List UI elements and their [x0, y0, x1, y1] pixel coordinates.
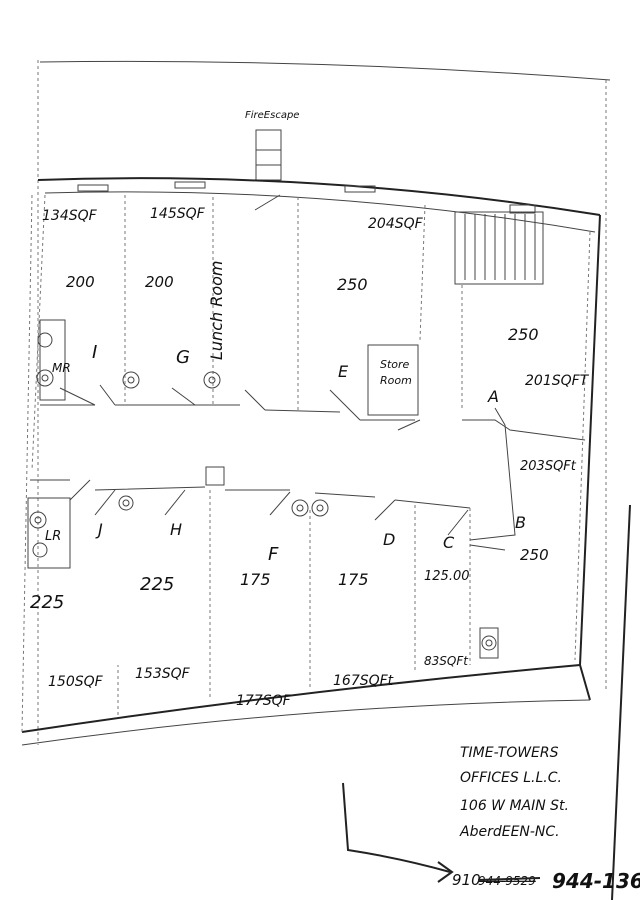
toilet-fixtures: [29, 332, 499, 659]
mr-label: MR: [52, 361, 71, 375]
lower-room-walls: [27, 424, 516, 715]
title-line-4: AberdEEN-NC.: [459, 824, 560, 840]
room-f-area: 177SQF: [236, 693, 292, 709]
room-a-area: 201SQFT: [525, 373, 590, 389]
lunch-room-label: Lunch Room: [207, 261, 226, 361]
room-e-area: 204SQF: [368, 216, 424, 232]
room-b-area: 203SQFt: [520, 459, 577, 474]
room-h-rate: 225: [140, 574, 174, 595]
title-line-3: 106 W MAIN St.: [460, 798, 569, 814]
arrow-line: [342, 782, 451, 873]
room-g-letter: G: [176, 347, 190, 368]
room-f-letter: F: [268, 544, 279, 565]
room-h-letter: H: [170, 520, 182, 539]
phone-number: 944-1365: [552, 869, 640, 893]
room-i-letter: I: [92, 342, 97, 363]
area-code: 910: [452, 871, 481, 889]
room-d-area: 167SQFt: [333, 673, 394, 689]
room-d-rate: 175: [338, 570, 369, 589]
room-h-area: 153SQF: [135, 666, 191, 682]
room-i-rate: 200: [66, 273, 95, 291]
room-d-letter: D: [383, 530, 395, 549]
room-j-letter: J: [95, 520, 103, 539]
title-line-2: OFFICES L.L.C.: [460, 770, 562, 786]
site-boundary: [37, 60, 631, 900]
arrow-head-icon: [437, 861, 454, 883]
room-g-rate: 200: [145, 273, 174, 291]
room-j-area: 150SQF: [48, 674, 104, 690]
building-walls: [21, 177, 601, 746]
room-c-letter: C: [443, 533, 455, 552]
room-j-rate: 225: [30, 592, 64, 613]
fire-escape: FireEscape: [245, 110, 299, 181]
room-c-area: 83SQFt: [424, 654, 469, 668]
room-e-rate: 250: [337, 275, 368, 294]
store-room-label-2: Room: [380, 374, 412, 387]
room-e-letter: E: [338, 362, 349, 381]
upper-room-walls: [39, 194, 586, 441]
room-g-area: 145SQF: [150, 206, 206, 222]
room-a-letter: A: [487, 387, 499, 406]
title-line-1: TIME-TOWERS: [460, 745, 559, 761]
old-phone: 944-9529: [478, 874, 536, 888]
room-a-rate: 250: [508, 325, 539, 344]
room-c-rate: 125.00: [424, 569, 470, 584]
room-labels: 134SQF 145SQF 204SQF 200 200 Lunch Room …: [30, 206, 590, 709]
title-block: TIME-TOWERS OFFICES L.L.C. 106 W MAIN St…: [342, 745, 640, 893]
room-i-area: 134SQF: [42, 208, 98, 224]
store-room-label-1: Store: [380, 358, 410, 371]
room-b-rate: 250: [520, 546, 549, 564]
room-f-rate: 175: [240, 570, 271, 589]
lr-label: LR: [45, 529, 61, 544]
fire-escape-label: FireEscape: [245, 110, 299, 121]
room-b-letter: B: [515, 513, 526, 532]
